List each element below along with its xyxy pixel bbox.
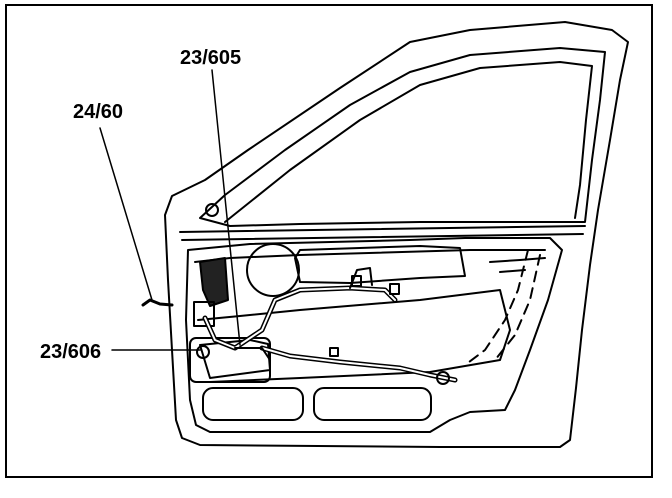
callout-23-606: 23/606	[40, 341, 101, 363]
lower-pocket-left	[202, 387, 304, 421]
inner-panel-outline	[185, 237, 563, 433]
diagram-frame	[5, 4, 653, 478]
speaker-hole	[246, 243, 300, 297]
callout-23-605: 23/605	[180, 47, 241, 69]
wiring-harness-inner	[204, 287, 456, 381]
regulator-track	[464, 249, 541, 366]
lower-pocket-right	[313, 387, 432, 421]
window-sill	[179, 225, 586, 241]
clip-b	[389, 283, 400, 295]
track-rail	[489, 257, 546, 273]
leader-23-605	[211, 69, 241, 346]
connector-box-upper	[193, 301, 215, 327]
lower-panel-block	[197, 289, 511, 383]
window-frame-inner	[199, 47, 606, 227]
clip-a	[351, 275, 362, 287]
clip-c	[329, 347, 339, 357]
callout-24-60: 24/60	[73, 101, 123, 123]
external-cable	[141, 298, 174, 307]
inner-panel-lip	[194, 249, 546, 263]
upper-cavity	[294, 245, 466, 284]
wiring-harness-main	[202, 285, 458, 383]
left-cavity	[199, 257, 229, 307]
harness-branch	[234, 267, 373, 361]
door-outer-shell	[164, 21, 629, 448]
mirror-mount-hole	[205, 203, 219, 217]
leader-24-60	[99, 127, 153, 301]
window-glass-edge	[224, 61, 593, 223]
grommet	[436, 371, 450, 385]
